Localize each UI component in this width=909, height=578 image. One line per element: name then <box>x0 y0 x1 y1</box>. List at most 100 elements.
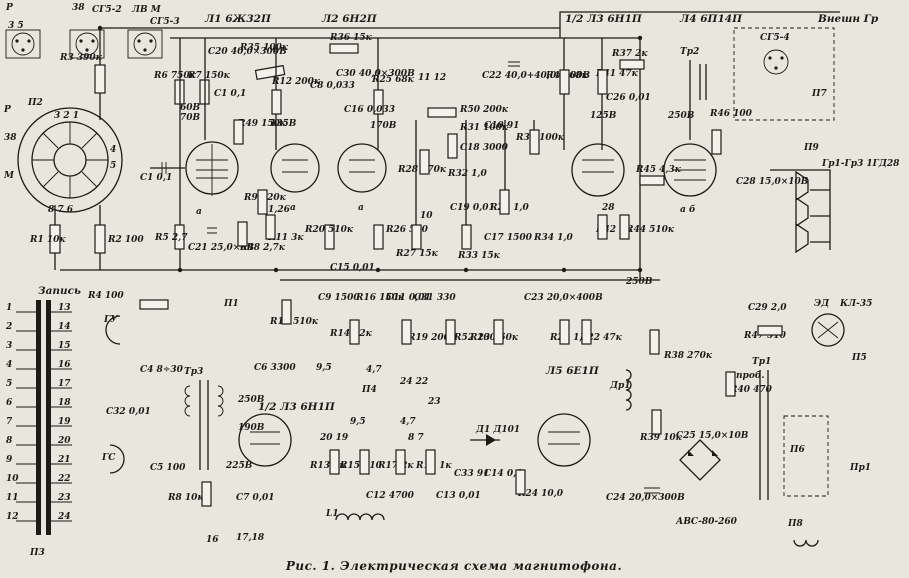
p3-pin-right: 23 <box>57 493 71 503</box>
svg-text:R11 3к: R11 3к <box>267 233 304 243</box>
tube-l5: Л5 6Е1П C23 20,0×400В R23 150к R21 1,0 R… <box>454 293 623 499</box>
p3-pin-left: 10 <box>6 474 19 484</box>
svg-text:R5 2,7: R5 2,7 <box>154 233 188 243</box>
p3-pin-right: 18 <box>58 398 71 408</box>
svg-text:Р: Р <box>3 105 11 115</box>
svg-text:R2 100: R2 100 <box>107 235 144 245</box>
p3-pin-right: 19 <box>58 417 71 427</box>
svg-text:250В: 250В <box>625 277 653 287</box>
p3-pin-right: 15 <box>58 341 71 351</box>
svg-text:КЛ-35: КЛ-35 <box>839 299 872 309</box>
svg-text:70В: 70В <box>180 113 201 123</box>
svg-text:R37 2к: R37 2к <box>611 49 648 59</box>
svg-text:R34 1,0: R34 1,0 <box>533 233 574 243</box>
svg-text:R36 15к: R36 15к <box>329 33 373 43</box>
svg-text:Л5 6Е1П: Л5 6Е1П <box>545 365 600 377</box>
svg-text:C29 2,0: C29 2,0 <box>748 303 787 313</box>
hv-rails <box>60 11 840 281</box>
svg-text:а: а <box>290 203 296 213</box>
tube-l3b: 1/2 Л3 6Н1П C6 3300 250В 190В 225В R10 5… <box>225 299 336 471</box>
svg-text:Л4 6П14П: Л4 6П14П <box>679 13 743 25</box>
svg-text:R20 510к: R20 510к <box>304 225 354 235</box>
svg-text:R41 47к: R41 47к <box>595 69 639 79</box>
svg-text:1,26: 1,26 <box>268 205 291 215</box>
svg-text:C7 0,01: C7 0,01 <box>236 493 274 503</box>
svg-text:8 7: 8 7 <box>408 433 424 443</box>
svg-text:9,5: 9,5 <box>316 363 332 373</box>
svg-text:R6 750к: R6 750к <box>153 71 197 81</box>
svg-text:C6 3300: C6 3300 <box>254 363 296 373</box>
svg-text:28: 28 <box>601 203 615 213</box>
svg-text:R25 68к: R25 68к <box>371 75 415 85</box>
p3-pin-left: 1 <box>6 303 12 313</box>
svg-text:C28 15,0×10В: C28 15,0×10В <box>736 177 809 187</box>
heads-and-tr3: R4 100 ГУ П1 C4 8÷30 Тр3 C32 0,01 ГС C5 … <box>87 291 274 545</box>
svg-text:C20 40,0×300В: C20 40,0×300В <box>208 47 287 57</box>
svg-text:24 22: 24 22 <box>399 377 428 387</box>
switch-p4-network: C9 1500 R16 150к C11 0,01 C31 330 R14 82… <box>309 293 503 521</box>
svg-text:1/2 Л3 6Н1П: 1/2 Л3 6Н1П <box>258 401 336 413</box>
tube-l1: Л1 6Ж32П R6 750к R7 150к C1 0,1 60В 70В … <box>140 13 287 270</box>
svg-text:СГ5-4: СГ5-4 <box>760 33 790 43</box>
svg-text:R12 200к: R12 200к <box>271 77 321 87</box>
svg-text:СГ5-2: СГ5-2 <box>92 5 122 15</box>
svg-text:3 2 1: 3 2 1 <box>54 111 79 121</box>
svg-text:C13 0,01: C13 0,01 <box>436 491 481 501</box>
svg-text:П6: П6 <box>789 445 806 455</box>
svg-text:ЭД: ЭД <box>814 299 830 309</box>
svg-text:П1: П1 <box>223 299 239 309</box>
svg-text:R32 1,0: R32 1,0 <box>447 169 488 179</box>
r1-r2-r3: R1 10к R2 100 R3 390к <box>29 28 144 270</box>
rotary-switch-p2: Р 38 М 3 2 1 4 5 8 7 6 П2 <box>3 98 123 215</box>
svg-text:Тр1: Тр1 <box>752 357 771 367</box>
svg-text:Тр2: Тр2 <box>680 47 699 57</box>
svg-text:R35 100к: R35 100к <box>239 43 289 53</box>
svg-text:5: 5 <box>110 161 116 171</box>
connector-38: 38 СГ5-2 <box>69 3 122 59</box>
svg-text:R30 100к: R30 100к <box>515 133 565 143</box>
svg-text:C8 0,033: C8 0,033 <box>310 81 355 91</box>
svg-text:4,7: 4,7 <box>400 417 416 427</box>
svg-text:R39 10к: R39 10к <box>639 433 683 443</box>
svg-text:R3 390к: R3 390к <box>59 53 103 63</box>
svg-text:125В: 125В <box>590 111 617 121</box>
svg-text:R49 150к: R49 150к <box>237 119 287 129</box>
svg-text:Тр3: Тр3 <box>184 367 203 377</box>
p3-pin-left: 9 <box>6 455 13 465</box>
svg-text:Запись: Запись <box>38 285 81 297</box>
svg-text:П7: П7 <box>811 89 828 99</box>
svg-text:190В: 190В <box>238 423 265 433</box>
svg-text:60В: 60В <box>180 103 201 113</box>
p3-pin-right: 22 <box>57 474 71 484</box>
svg-text:М: М <box>3 171 15 181</box>
record-connector-p3: Запись П3 <box>29 285 81 558</box>
svg-text:R33 15к: R33 15к <box>457 251 501 261</box>
svg-text:C12 4700: C12 4700 <box>366 491 415 501</box>
svg-text:R38 270к: R38 270к <box>663 351 713 361</box>
svg-text:Внешн Гр: Внешн Гр <box>817 13 879 25</box>
svg-text:а: а <box>196 207 202 217</box>
svg-text:R45 4,3к: R45 4,3к <box>635 165 682 175</box>
svg-text:38: 38 <box>72 3 85 13</box>
svg-text:C31 330: C31 330 <box>414 293 456 303</box>
svg-text:а б: а б <box>680 204 696 215</box>
motor-ed: ЭД КЛ-35 C29 2,0 R47 510 П5 <box>743 299 872 363</box>
svg-text:17,18: 17,18 <box>236 533 265 543</box>
tube-l2: Л2 6Н2П R35 100к R36 15к C20 40,0×300В R… <box>208 13 429 273</box>
external-speaker: Внешн Гр СГ5-4 П7 П9 Гр1-Гр3 1ГД28 <box>733 13 900 254</box>
svg-text:C1 0,1: C1 0,1 <box>140 173 172 183</box>
svg-text:ЛВ М: ЛВ М <box>131 5 162 15</box>
svg-text:3 5: 3 5 <box>8 21 24 31</box>
svg-text:R16 150к: R16 150к <box>355 293 405 303</box>
svg-text:П4: П4 <box>361 385 377 395</box>
svg-text:R46 100: R46 100 <box>709 109 753 119</box>
svg-text:C18 3000: C18 3000 <box>460 143 509 153</box>
svg-text:C19 0,01: C19 0,01 <box>450 203 495 213</box>
p3-pin-right: 14 <box>58 322 71 332</box>
svg-text:16: 16 <box>206 535 219 545</box>
svg-text:10: 10 <box>420 211 433 221</box>
p3-pin-left: 8 <box>6 436 13 446</box>
svg-text:20 19: 20 19 <box>319 433 349 443</box>
svg-text:23: 23 <box>427 397 441 407</box>
